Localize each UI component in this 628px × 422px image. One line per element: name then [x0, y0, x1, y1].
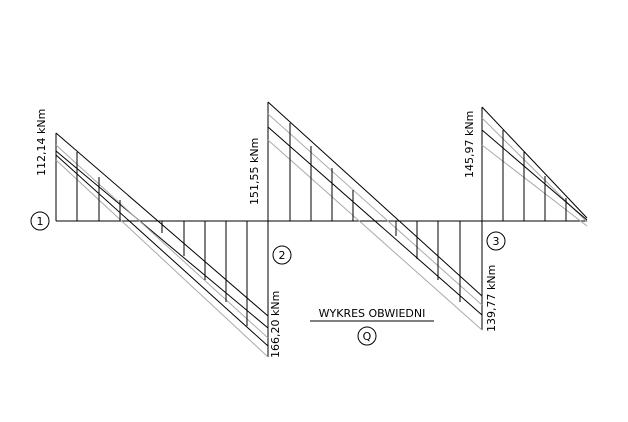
support-2-label: 2: [279, 249, 286, 262]
value-label-support-2-max: 151,55 kNm: [248, 138, 261, 205]
symbol-marker: Q: [357, 326, 377, 346]
support-2-marker: 2: [272, 245, 292, 265]
span-1-envelope: [55, 132, 269, 358]
diagram-title: WYKRES OBWIEDNI: [319, 307, 426, 320]
span-3-hatching: [502, 130, 567, 221]
support-1-marker: 1: [30, 211, 50, 231]
support-1-label: 1: [37, 215, 44, 228]
support-3-label: 3: [493, 235, 500, 248]
value-label-support-3-max: 145,97 kNm: [463, 111, 476, 178]
span-2-hatching: [289, 123, 461, 302]
span-1-hatching: [76, 152, 248, 326]
value-label-support-3-min: 139,77 kNm: [485, 265, 498, 332]
symbol-label: Q: [363, 330, 372, 343]
value-label-support-2-min: 166,20 kNm: [269, 291, 282, 358]
span-2-envelope: [267, 101, 483, 331]
support-3-marker: 3: [486, 231, 506, 251]
value-label-support-1-max: 112,14 kNm: [35, 109, 48, 176]
span-3-envelope: [481, 106, 588, 227]
